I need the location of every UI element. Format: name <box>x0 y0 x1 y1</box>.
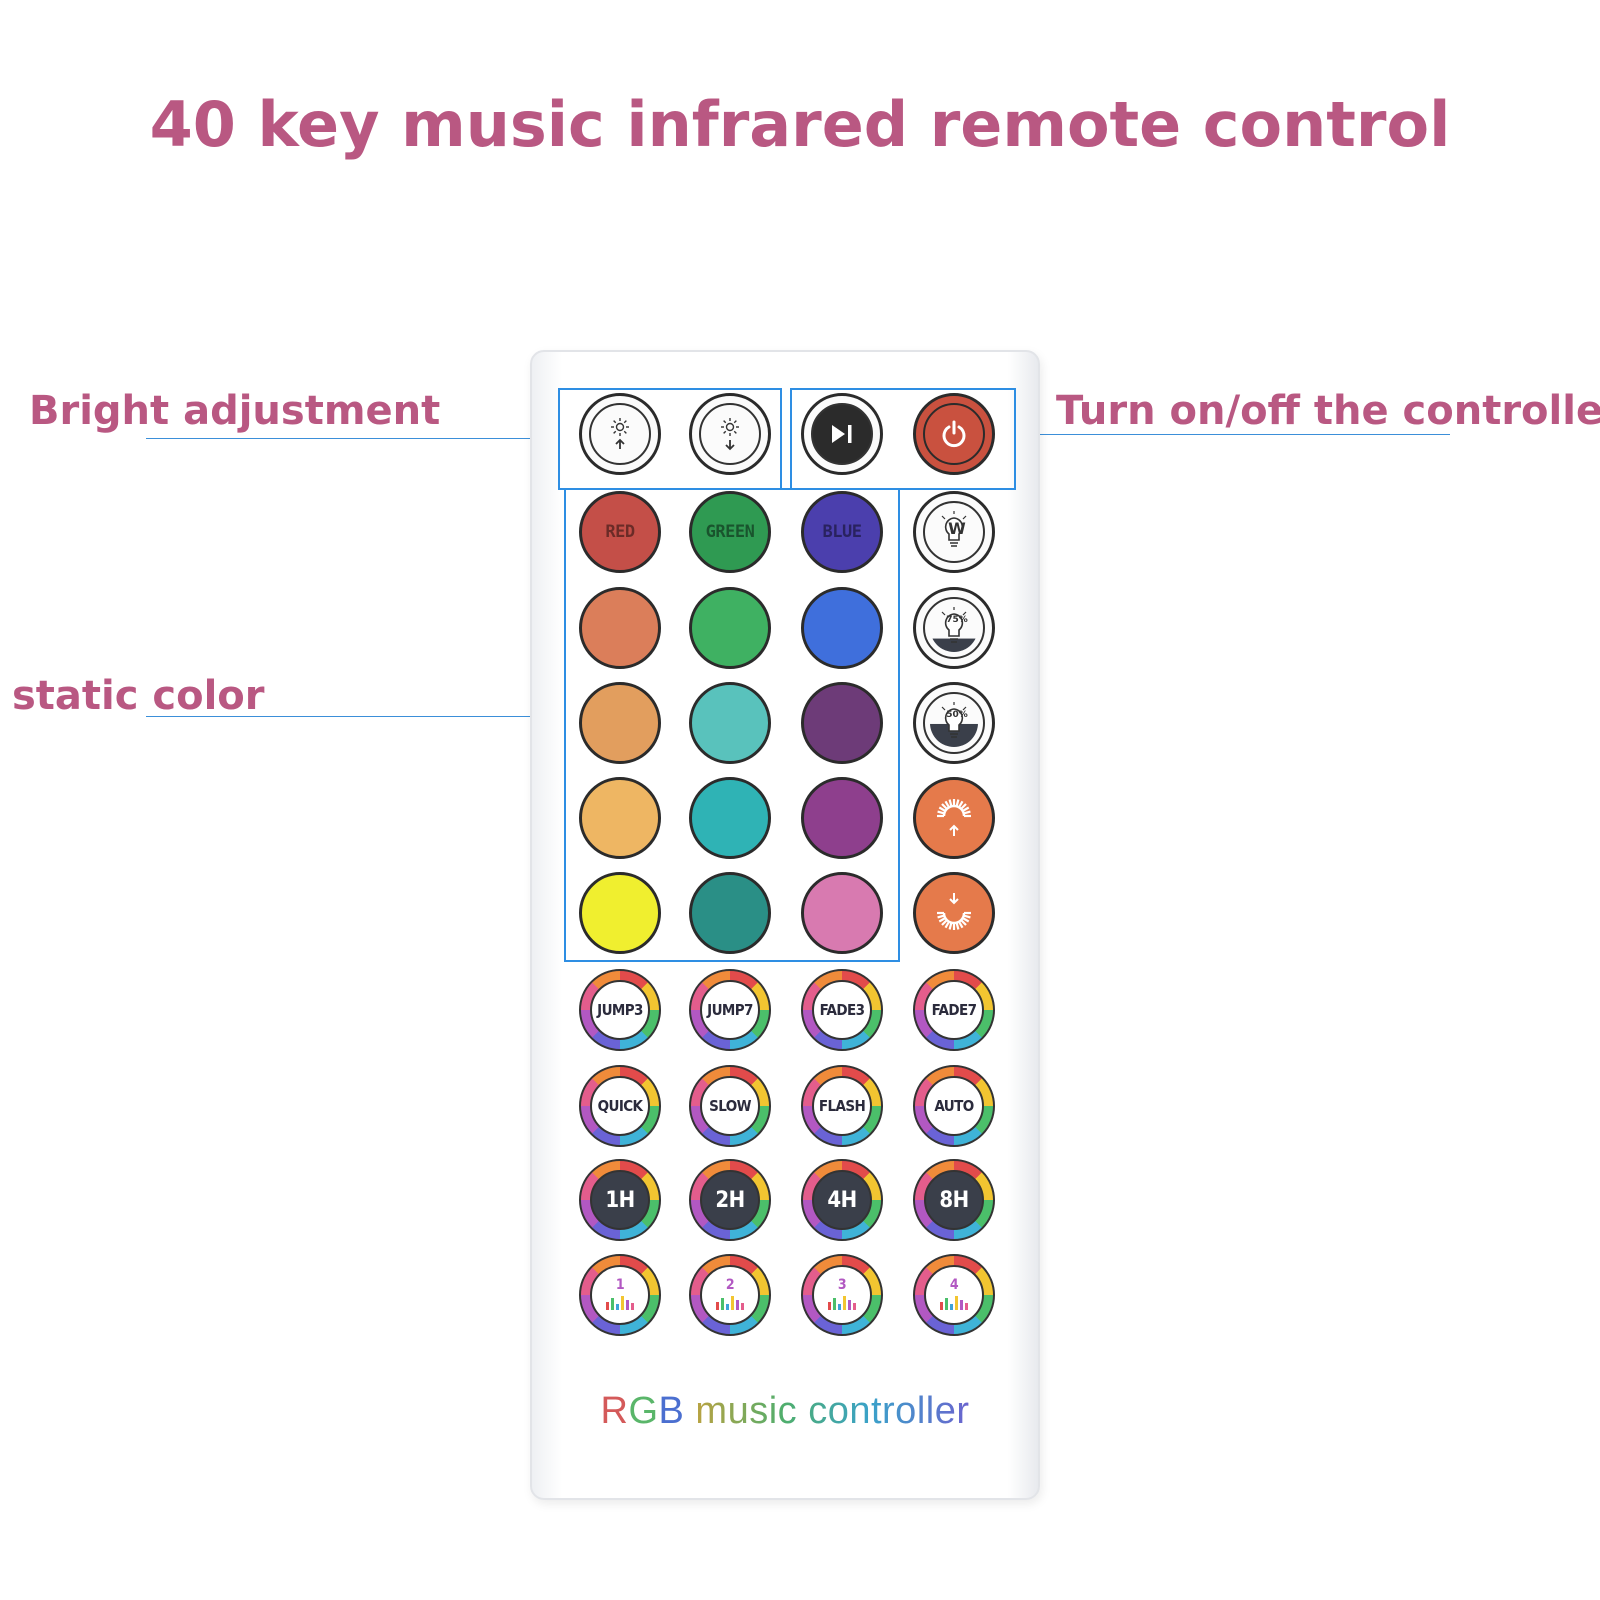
color-key-label: RED <box>605 522 635 542</box>
mode-label: SLOW <box>700 1076 760 1136</box>
play-pause-button[interactable] <box>801 393 883 475</box>
white-button[interactable]: W <box>913 491 995 573</box>
play-pause-icon <box>811 403 873 465</box>
bulb-75-icon <box>923 597 985 659</box>
mode-jump3-button[interactable]: JUMP3 <box>579 969 661 1051</box>
callout-power-line <box>1028 434 1450 435</box>
color-key-label: BLUE <box>822 522 862 542</box>
mode-jump7-button[interactable]: JUMP7 <box>689 969 771 1051</box>
music-mode-1-button[interactable]: 1 <box>579 1254 661 1336</box>
sun-up-icon <box>930 794 978 842</box>
timer-label: 4H <box>812 1170 872 1230</box>
music-bars-icon <box>603 1292 637 1312</box>
music-face: 3 <box>812 1265 872 1325</box>
timer-label: 1H <box>590 1170 650 1230</box>
timer-4h-button[interactable]: 4H <box>801 1159 883 1241</box>
mode-label: QUICK <box>590 1076 650 1136</box>
blue-color-button[interactable]: BLUE <box>801 491 883 573</box>
mode-quick-button[interactable]: QUICK <box>579 1065 661 1147</box>
page-title: 40 key music infrared remote control <box>149 88 1451 161</box>
mode-label: AUTO <box>924 1076 984 1136</box>
music-face: 2 <box>700 1265 760 1325</box>
color-button-r6-c2[interactable] <box>689 872 771 954</box>
mode-label: JUMP7 <box>700 980 760 1040</box>
music-mode-3-button[interactable]: 3 <box>801 1254 883 1336</box>
mode-fade7-button[interactable]: FADE7 <box>913 969 995 1051</box>
white-50-button[interactable]: 50% <box>913 682 995 764</box>
music-bars-icon <box>937 1292 971 1312</box>
callout-bright-line <box>146 438 558 439</box>
color-key-label: GREEN <box>705 522 755 542</box>
color-button-r6-c1[interactable] <box>579 872 661 954</box>
mode-auto-button[interactable]: AUTO <box>913 1065 995 1147</box>
mode-slow-button[interactable]: SLOW <box>689 1065 771 1147</box>
timer-2h-button[interactable]: 2H <box>689 1159 771 1241</box>
brightness-down-icon <box>699 403 761 465</box>
bulb-label: 75% <box>946 615 968 625</box>
brand-letter-r: R <box>600 1390 629 1432</box>
music-mode-2-button[interactable]: 2 <box>689 1254 771 1336</box>
color-button-r4-c3[interactable] <box>801 682 883 764</box>
speed-down-button[interactable] <box>913 872 995 954</box>
color-button-r3-c3[interactable] <box>801 587 883 669</box>
brightness-up-button[interactable] <box>579 393 661 475</box>
bulb-50-icon <box>923 692 985 754</box>
bulb-label: W <box>948 519 966 538</box>
callout-bright-adjustment: Bright adjustment <box>29 388 441 434</box>
music-face: 4 <box>924 1265 984 1325</box>
white-75-button[interactable]: 75% <box>913 587 995 669</box>
color-button-r5-c3[interactable] <box>801 777 883 859</box>
color-button-r3-c2[interactable] <box>689 587 771 669</box>
music-number: 2 <box>725 1277 735 1293</box>
music-number: 4 <box>949 1277 959 1293</box>
color-button-r6-c3[interactable] <box>801 872 883 954</box>
mode-label: FADE7 <box>924 980 984 1040</box>
bulb-label: 50% <box>946 710 968 720</box>
mode-label: JUMP3 <box>590 980 650 1040</box>
music-bars-icon <box>713 1292 747 1312</box>
color-button-r5-c1[interactable] <box>579 777 661 859</box>
brightness-down-button[interactable] <box>689 393 771 475</box>
music-number: 3 <box>837 1277 847 1293</box>
mode-flash-button[interactable]: FLASH <box>801 1065 883 1147</box>
power-group-box <box>790 388 1016 490</box>
color-button-r4-c1[interactable] <box>579 682 661 764</box>
power-icon <box>923 403 985 465</box>
brand-label: RGB music controller <box>530 1390 1040 1433</box>
music-bars-icon <box>825 1292 859 1312</box>
brand-letter-g: G <box>628 1390 659 1432</box>
callout-static-line <box>146 716 564 717</box>
red-color-button[interactable]: RED <box>579 491 661 573</box>
bulb-w-icon <box>923 501 985 563</box>
color-button-r5-c2[interactable] <box>689 777 771 859</box>
callout-power: Turn on/off the controller <box>1056 388 1600 434</box>
green-color-button[interactable]: GREEN <box>689 491 771 573</box>
static-color-group-box <box>564 488 900 962</box>
mode-label: FADE3 <box>812 980 872 1040</box>
timer-label: 2H <box>700 1170 760 1230</box>
music-number: 1 <box>615 1277 625 1293</box>
music-mode-4-button[interactable]: 4 <box>913 1254 995 1336</box>
callout-static-color: static color <box>12 673 265 719</box>
sun-down-icon <box>930 889 978 937</box>
timer-label: 8H <box>924 1170 984 1230</box>
mode-label: FLASH <box>812 1076 872 1136</box>
brightness-up-icon <box>589 403 651 465</box>
color-button-r3-c1[interactable] <box>579 587 661 669</box>
speed-up-button[interactable] <box>913 777 995 859</box>
music-face: 1 <box>590 1265 650 1325</box>
color-button-r4-c2[interactable] <box>689 682 771 764</box>
bright-group-box <box>558 388 782 490</box>
brand-text: music controller <box>684 1390 970 1432</box>
mode-fade3-button[interactable]: FADE3 <box>801 969 883 1051</box>
brand-letter-b: B <box>658 1390 685 1432</box>
power-button[interactable] <box>913 393 995 475</box>
timer-8h-button[interactable]: 8H <box>913 1159 995 1241</box>
timer-1h-button[interactable]: 1H <box>579 1159 661 1241</box>
